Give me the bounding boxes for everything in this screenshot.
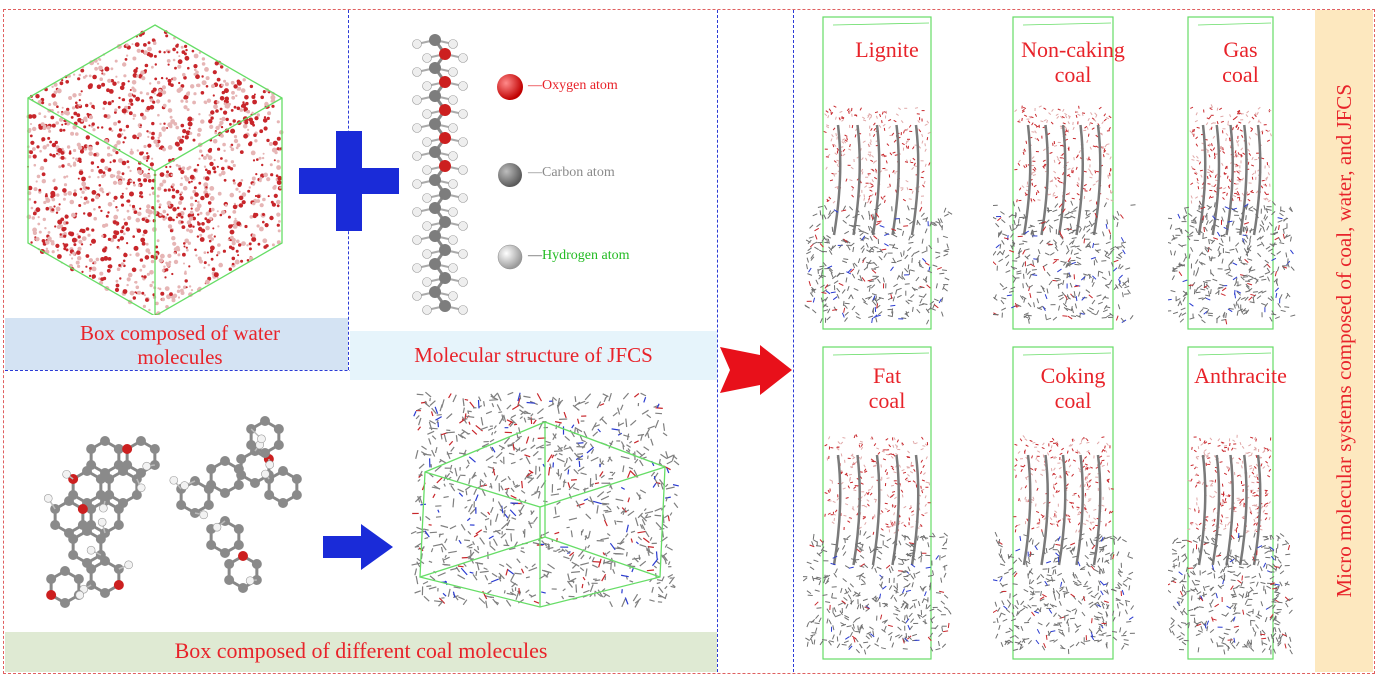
outer-frame xyxy=(3,9,1375,674)
molecular-system-illustration xyxy=(1168,346,1294,660)
divider-vertical-mid2 xyxy=(793,10,794,672)
molecular-system-illustration xyxy=(1168,16,1296,330)
coal-system-anthracite: Anthracite xyxy=(1168,345,1313,670)
hydrogen-legend-label: —Hydrogen atom xyxy=(528,248,630,263)
oxygen-legend-label: —Oxygen atom xyxy=(528,78,618,93)
oxygen-atom-icon xyxy=(497,74,523,100)
hydrogen-atom-icon xyxy=(497,244,523,270)
side-title: Micro molecular systems composed of coal… xyxy=(1331,84,1356,598)
molecular-system-illustration xyxy=(993,16,1136,330)
water-box-panel: Box composed of water molecules xyxy=(5,10,348,370)
jfcs-label xyxy=(350,331,717,380)
divider-vertical-mid1 xyxy=(717,10,718,672)
carbon-atom-icon xyxy=(498,163,522,187)
jfcs-panel: —Oxygen atom —Carbon atom —Hydrogen atom… xyxy=(350,10,717,380)
blue-arrow-icon xyxy=(323,524,393,570)
coal-box-label-text: Box composed of different coal molecules xyxy=(174,638,548,663)
jfcs-molecule xyxy=(412,34,468,315)
jfcs-label-text: Molecular structure of JFCS xyxy=(414,343,653,367)
molecular-system-illustration xyxy=(993,346,1135,660)
carbon-legend-label: —Carbon atom xyxy=(528,165,615,180)
coal-box-label xyxy=(5,632,717,672)
coal-type-label: Lignite xyxy=(855,37,919,62)
molecular-system-illustration xyxy=(803,346,952,660)
red-arrow-icon xyxy=(720,345,792,395)
water-box-label xyxy=(5,318,348,370)
water-box-illustration xyxy=(26,24,284,315)
coal-system-lignite: Lignite xyxy=(803,15,971,340)
water-box-label-text: Box composed of water molecules xyxy=(79,321,281,370)
coal-box-illustration xyxy=(410,391,680,609)
coal-box-panel: Box composed of different coal molecules xyxy=(5,372,717,672)
plus-icon xyxy=(299,131,399,231)
side-title-bg xyxy=(1315,10,1373,672)
coal-molecule xyxy=(43,416,302,608)
coal-type-label: Anthracite xyxy=(1194,363,1287,388)
molecular-system-illustration xyxy=(804,16,953,330)
